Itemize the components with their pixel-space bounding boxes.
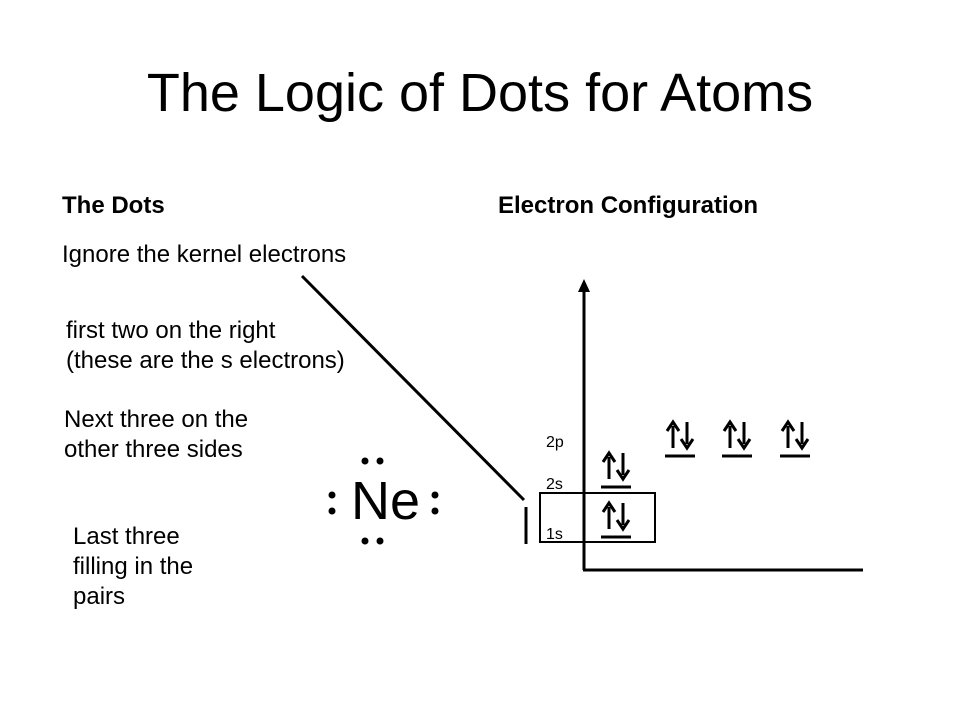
- ne-dot-top-2: [376, 457, 384, 465]
- electron-up-arrow-2p-4: [780, 419, 796, 448]
- orbital-label-2s: 2s: [546, 476, 563, 493]
- ne-dot-top-1: [361, 457, 369, 465]
- step-next-three-line-1: Next three on the: [64, 406, 249, 433]
- kernel-box: [539, 492, 656, 543]
- ne-dot-bottom-2: [376, 537, 384, 545]
- electron-down-arrow-2p-3: [736, 422, 752, 451]
- heading-the-dots: The Dots: [62, 192, 165, 219]
- ne-dot-bottom-1: [361, 537, 369, 545]
- ne-dot-left-1: [328, 491, 336, 499]
- electron-down-arrow-1s-0: [615, 503, 631, 532]
- heading-electron-configuration: Electron Configuration: [498, 192, 758, 219]
- step-last-three-line-3: pairs: [73, 583, 126, 610]
- slide-title: The Logic of Dots for Atoms: [146, 63, 814, 123]
- orbital-label-2p: 2p: [546, 434, 564, 451]
- step-last-three-line-1: Last three: [73, 523, 180, 550]
- ne-dot-right-1: [431, 491, 439, 499]
- electron-down-arrow-2p-4: [794, 422, 810, 451]
- energy-axis-arrowhead: [578, 279, 590, 292]
- electron-down-arrow-2s-1: [615, 453, 631, 482]
- kernel-pointer-line: [300, 274, 526, 502]
- electron-up-arrow-2s-1: [601, 450, 617, 479]
- step-last-three: Last three filling in the pairs: [73, 522, 193, 612]
- step-s-electrons-line-2: (these are the s electrons): [66, 347, 345, 374]
- orbital-layer: [601, 419, 810, 539]
- step-last-three-line-2: filling in the: [73, 553, 194, 580]
- electron-up-arrow-1s-0: [601, 500, 617, 529]
- electron-up-arrow-2p-2: [665, 419, 681, 448]
- step-next-three-line-2: other three sides: [64, 436, 243, 463]
- element-symbol: Ne: [351, 471, 421, 531]
- step-s-electrons-line-1: first two on the right: [66, 317, 276, 344]
- electron-up-arrow-2p-3: [722, 419, 738, 448]
- ne-dot-right-2: [431, 507, 439, 515]
- ne-dot-group: [328, 457, 439, 545]
- orbital-label-1s: 1s: [546, 526, 563, 543]
- step-next-three: Next three on the other three sides: [64, 405, 248, 465]
- ne-dot-left-2: [328, 507, 336, 515]
- step-s-electrons: first two on the right (these are the s …: [66, 316, 345, 376]
- step-ignore-kernel: Ignore the kernel electrons: [62, 241, 347, 268]
- electron-down-arrow-2p-2: [679, 422, 695, 451]
